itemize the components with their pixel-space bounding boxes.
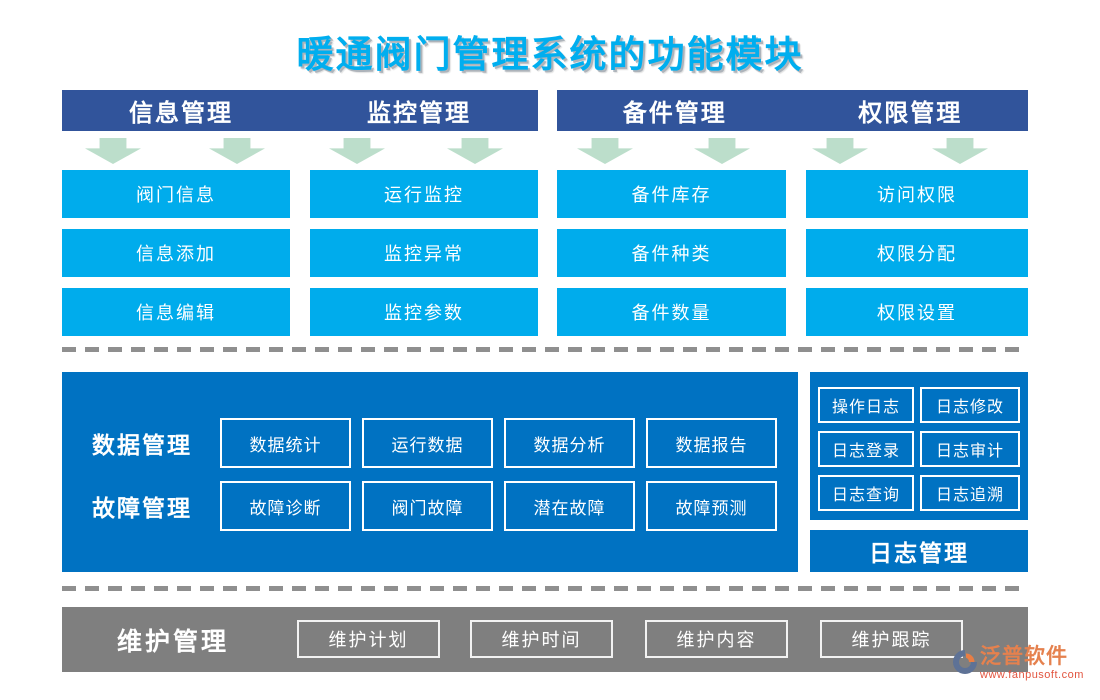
box-run-data: 运行数据 (362, 418, 493, 468)
down-arrow-icon (447, 138, 503, 164)
box-fault-diagnosis: 故障诊断 (220, 481, 351, 531)
module-run-monitor: 运行监控 (310, 170, 538, 218)
log-box-query: 日志查询 (818, 475, 914, 511)
row-label-data-mgmt: 数据管理 (92, 432, 192, 458)
maintenance-label: 维护管理 (117, 627, 230, 656)
log-panel: 操作日志 日志修改 日志登录 日志审计 日志查询 日志追溯 (810, 372, 1028, 520)
module-spare-type: 备件种类 (557, 229, 786, 277)
row-label-fault-mgmt: 故障管理 (92, 495, 192, 521)
section-header-spare-mgmt: 备件管理 (622, 100, 727, 127)
down-arrow-icon (209, 138, 265, 164)
header-bar-left: 信息管理 监控管理 (62, 90, 538, 131)
down-arrow-icon (694, 138, 750, 164)
box-valve-fault: 阀门故障 (362, 481, 493, 531)
box-data-analysis: 数据分析 (504, 418, 635, 468)
down-arrow-icon (85, 138, 141, 164)
module-perm-assign: 权限分配 (806, 229, 1028, 277)
module-valve-info: 阀门信息 (62, 170, 290, 218)
log-box-trace: 日志追溯 (920, 475, 1020, 511)
dashed-divider (62, 586, 1028, 591)
data-fault-panel: 数据管理 数据统计 运行数据 数据分析 数据报告 故障管理 故障诊断 阀门故障 … (62, 372, 798, 572)
diagram-title: 暖通阀门管理系统的功能模块 (296, 34, 804, 75)
box-potential-fault: 潜在故障 (504, 481, 635, 531)
module-monitor-param: 监控参数 (310, 288, 538, 336)
log-box-modify: 日志修改 (920, 387, 1020, 423)
module-spare-stock: 备件库存 (557, 170, 786, 218)
log-box-audit: 日志审计 (920, 431, 1020, 467)
header-bar-right: 备件管理 权限管理 (557, 90, 1028, 131)
down-arrow-icon (932, 138, 988, 164)
maint-plan-box: 维护计划 (297, 620, 440, 658)
box-fault-predict: 故障预测 (646, 481, 777, 531)
maint-content-box: 维护内容 (645, 620, 788, 658)
maint-track-box: 维护跟踪 (820, 620, 963, 658)
module-info-add: 信息添加 (62, 229, 290, 277)
down-arrow-icon (329, 138, 385, 164)
log-box-login: 日志登录 (818, 431, 914, 467)
module-monitor-exception: 监控异常 (310, 229, 538, 277)
section-header-perm-mgmt: 权限管理 (858, 100, 963, 127)
module-spare-qty: 备件数量 (557, 288, 786, 336)
section-header-monitor-mgmt: 监控管理 (367, 100, 471, 127)
section-header-info-mgmt: 信息管理 (129, 100, 233, 127)
box-data-stats: 数据统计 (220, 418, 351, 468)
vendor-text: 泛普软件 www.fanpusoft.com (980, 645, 1084, 681)
maint-time-box: 维护时间 (470, 620, 613, 658)
log-box-operation: 操作日志 (818, 387, 914, 423)
down-arrow-icon (812, 138, 868, 164)
module-access-perm: 访问权限 (806, 170, 1028, 218)
module-info-edit: 信息编辑 (62, 288, 290, 336)
log-mgmt-header: 日志管理 (810, 530, 1028, 572)
module-perm-setting: 权限设置 (806, 288, 1028, 336)
fanpu-logo-icon (952, 649, 978, 680)
dashed-divider (62, 347, 1028, 352)
down-arrow-icon (577, 138, 633, 164)
vendor-watermark: 泛普软件 www.fanpusoft.com (952, 645, 1098, 697)
vendor-name: 泛普软件 (980, 645, 1068, 668)
maintenance-bar: 维护管理 维护计划 维护时间 维护内容 维护跟踪 (62, 607, 1028, 672)
vendor-url: www.fanpusoft.com (980, 669, 1084, 681)
box-data-report: 数据报告 (646, 418, 777, 468)
